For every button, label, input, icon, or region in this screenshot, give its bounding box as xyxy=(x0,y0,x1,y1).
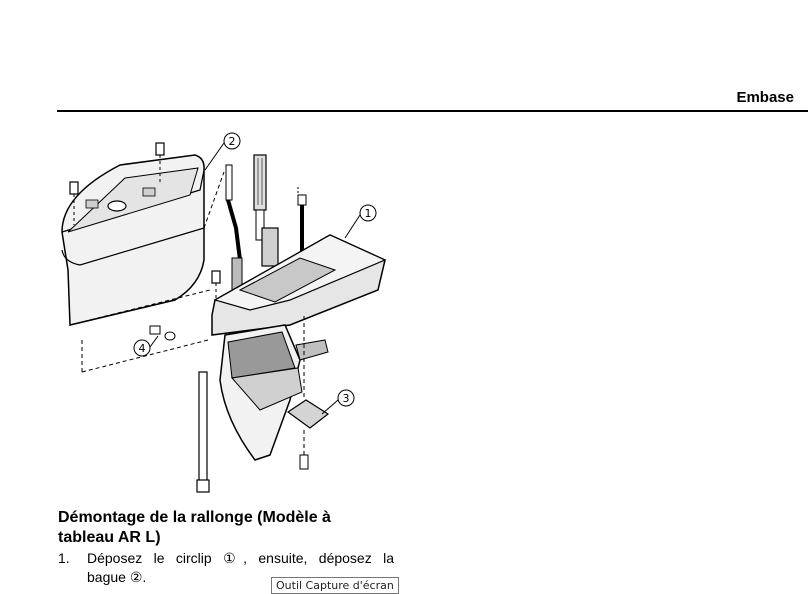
section-title: Démontage de la rallonge (Modèle à table… xyxy=(58,508,378,548)
callout-2-label: 2 xyxy=(229,135,236,148)
header-rule xyxy=(57,110,808,112)
callout-1-label: 1 xyxy=(365,207,372,220)
lower-unit xyxy=(211,234,387,461)
dowel-pin-left xyxy=(69,181,79,225)
stud-bolt-head xyxy=(297,194,307,206)
alignment-line xyxy=(203,171,225,229)
drive-shaft xyxy=(253,154,279,267)
exploded-diagram: 2 1 4 3 xyxy=(61,132,387,493)
extension-housing xyxy=(61,154,205,326)
shift-rod xyxy=(225,164,243,299)
callout-2 xyxy=(223,132,241,150)
screenshot-tool-tooltip: Outil Capture d'écran xyxy=(271,577,399,594)
step-text-line2: bague ②. xyxy=(87,569,147,585)
callout-1 xyxy=(359,204,377,222)
long-bolt xyxy=(196,371,210,493)
dowel-pin-right xyxy=(211,270,221,310)
callout-3 xyxy=(337,389,355,407)
step-text-line1: Déposez le circlip ①, ensuite, déposez l… xyxy=(87,550,394,566)
dowel-pin-top xyxy=(155,142,165,182)
callout-4-label: 4 xyxy=(139,342,146,355)
alignment-line xyxy=(81,339,209,373)
plate-part xyxy=(286,316,330,470)
callout-3-label: 3 xyxy=(343,392,350,405)
bolt-and-washer xyxy=(149,325,176,341)
page-header-title: Embase xyxy=(736,89,794,106)
section-title-line2: tableau AR L) xyxy=(58,529,161,546)
alignment-line xyxy=(69,289,211,326)
callout-4 xyxy=(133,339,151,357)
section-title-line1: Démontage de la rallonge (Modèle à xyxy=(58,509,331,526)
step-number: 1. xyxy=(58,550,70,566)
